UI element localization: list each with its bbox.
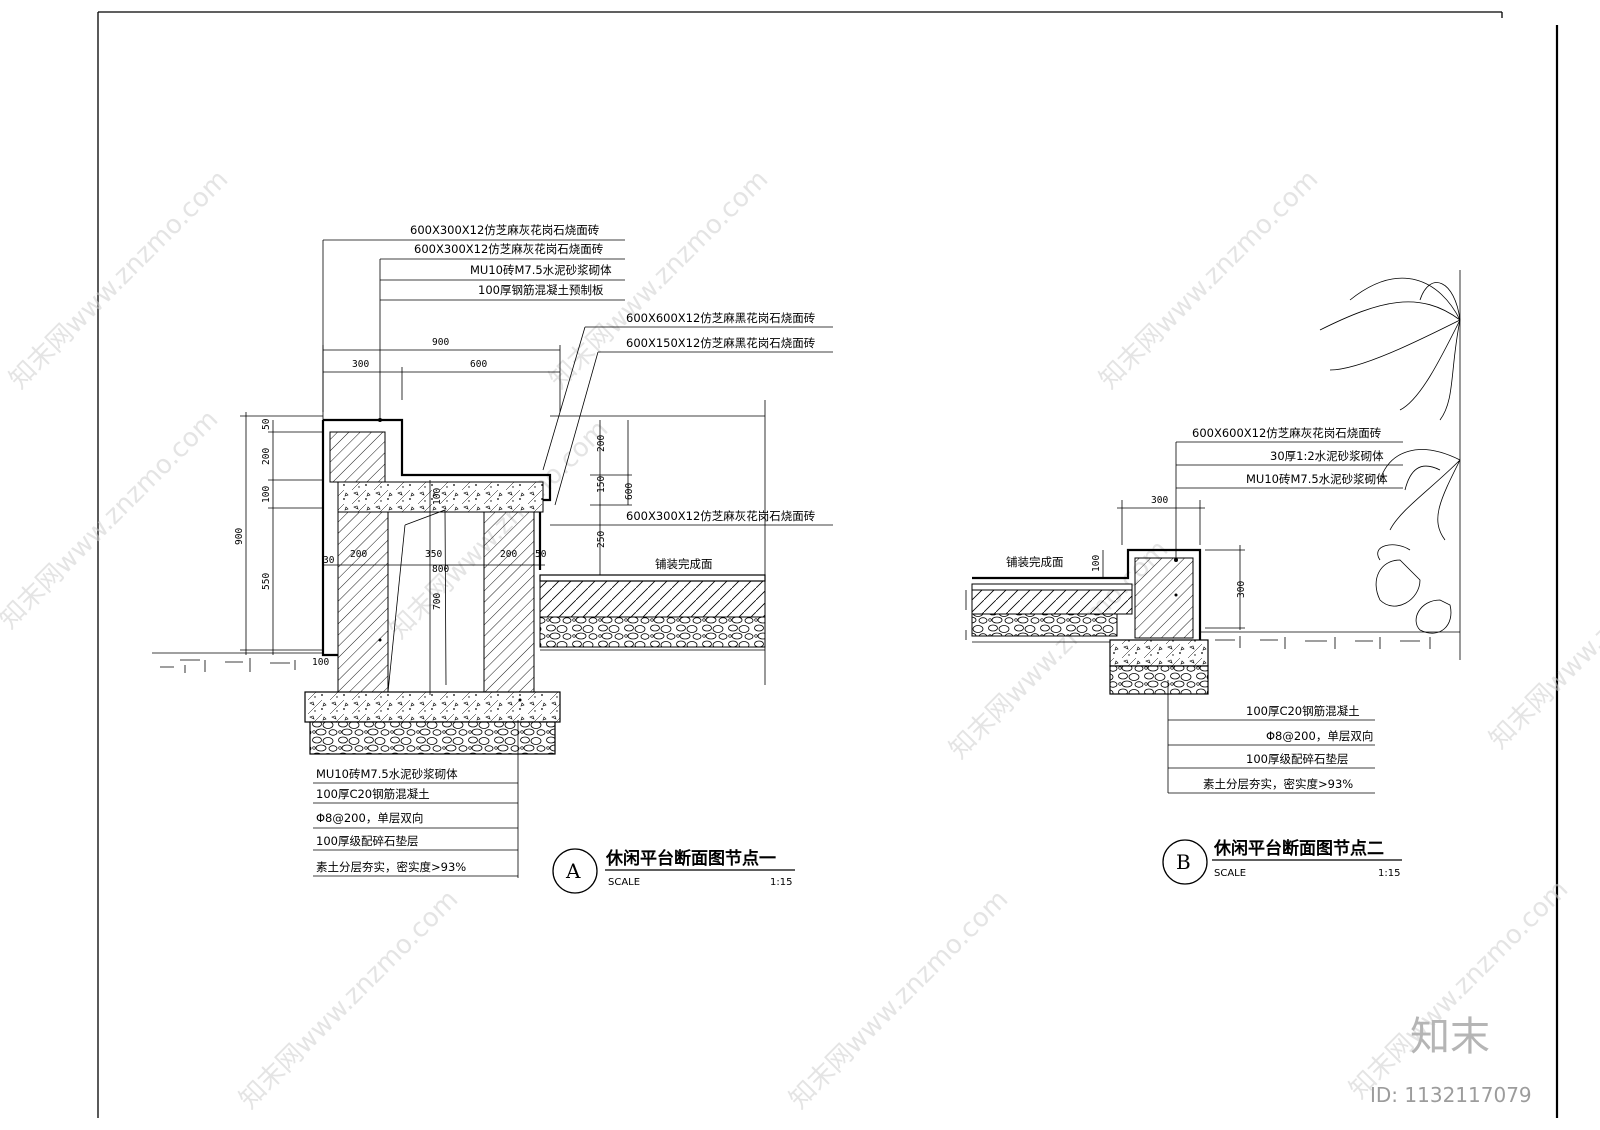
detail-a-bottom-leaders <box>313 720 519 878</box>
dim-a-r600: 600 <box>624 483 635 500</box>
detail-b-title: 休闲平台断面图节点二 <box>1213 838 1384 859</box>
dim-a-v700: 700 <box>432 593 443 610</box>
dim-a-v900: 900 <box>234 528 245 545</box>
detail-a-paving-label: 铺装完成面 <box>655 557 713 571</box>
detail-b-paving-label: 铺装完成面 <box>1006 555 1064 569</box>
detail-b-title-block <box>1162 839 1402 885</box>
detail-a-bottom-label-2: 100厚C20钢筋混凝土 <box>316 787 430 801</box>
detail-b-dimensions <box>1102 500 1245 630</box>
dim-a-h200a: 200 <box>350 549 367 560</box>
detail-b-bottom-leaders <box>1167 680 1375 794</box>
detail-b-scale-value: 1:15 <box>1378 868 1400 879</box>
detail-a-dimensions-left <box>240 412 323 655</box>
watermark-text: 知末网www.znzmo.com <box>784 884 1015 1115</box>
detail-a-right-leaders <box>542 326 833 506</box>
watermark-text: 知末网www.znzmo.com <box>1094 164 1325 395</box>
detail-b-label-1: 600X600X12仿芝麻灰花岗石烧面砖 <box>1192 426 1382 440</box>
brand-watermark: 知末 <box>1410 1014 1490 1060</box>
id-watermark: ID: 1132117079 <box>1370 1083 1532 1107</box>
detail-a-bottom-label-5: 素土分层夯实，密实度>93% <box>316 860 466 874</box>
detail-a-tag: A <box>565 859 581 883</box>
detail-b-label-2: 30厚1:2水泥砂浆砌体 <box>1270 449 1384 463</box>
detail-a-title-block <box>552 848 795 894</box>
watermark-text: 知末网www.znzmo.com <box>1344 874 1575 1105</box>
dim-a-v200: 200 <box>261 448 272 465</box>
detail-a-label-6: 600X150X12仿芝麻黑花岗石烧面砖 <box>626 336 816 350</box>
dim-a-v50: 50 <box>261 418 272 430</box>
dim-b-300: 300 <box>1151 495 1168 506</box>
watermark-layer: 知末网www.znzmo.com 知末网www.znzmo.com 知末网www… <box>0 164 1600 1115</box>
detail-b-bottom-label-3: 100厚级配碎石垫层 <box>1246 752 1348 766</box>
detail-a-label-7: 600X300X12仿芝麻灰花岗石烧面砖 <box>626 509 816 523</box>
detail-b-bottom-label-2: Φ8@200，单层双向 <box>1266 729 1373 743</box>
dim-a-h800: 800 <box>432 564 449 575</box>
detail-a-section <box>152 400 766 755</box>
dim-a-h30: 30 <box>323 555 335 566</box>
dim-a-r250: 250 <box>596 531 607 548</box>
dim-a-h50: 50 <box>535 549 547 560</box>
detail-a-bottom-label-3: Φ8@200，单层双向 <box>316 811 423 825</box>
detail-a: 600X300X12仿芝麻灰花岗石烧面砖 600X300X12仿芝麻灰花岗石烧面… <box>152 223 833 894</box>
detail-a-label-5: 600X600X12仿芝麻黑花岗石烧面砖 <box>626 311 816 325</box>
watermark-text: 知末网www.znzmo.com <box>234 884 465 1115</box>
detail-a-bottom-label-4: 100厚级配碎石垫层 <box>316 834 418 848</box>
dim-b-v100: 100 <box>1091 555 1102 572</box>
dim-a-300: 300 <box>352 359 369 370</box>
plant-sketch <box>1319 270 1461 660</box>
detail-a-title: 休闲平台断面图节点一 <box>605 848 776 869</box>
dim-b-v300: 300 <box>1236 581 1247 598</box>
dim-a-v550: 550 <box>261 573 272 590</box>
detail-b-section <box>965 548 1460 695</box>
detail-b-bottom-label-1: 100厚C20钢筋混凝土 <box>1246 704 1360 718</box>
dim-a-h200b: 200 <box>500 549 517 560</box>
watermark-text: 知末网www.znzmo.com <box>1484 524 1600 755</box>
detail-b: 600X600X12仿芝麻灰花岗石烧面砖 30厚1:2水泥砂浆砌体 MU10砖M… <box>965 270 1461 885</box>
detail-b-label-3: MU10砖M7.5水泥砂浆砌体 <box>1246 472 1388 486</box>
watermark-text: 知末网www.znzmo.com <box>0 404 224 635</box>
detail-a-dimensions-top <box>322 345 561 412</box>
dim-a-r150: 150 <box>596 476 607 493</box>
detail-a-scale-label: SCALE <box>608 877 640 888</box>
detail-a-dimensions-inner <box>323 420 632 695</box>
dim-a-h350: 350 <box>425 549 442 560</box>
dim-a-v100b: 100 <box>432 488 443 505</box>
dim-a-r200: 200 <box>596 435 607 452</box>
detail-b-tag: B <box>1176 850 1191 874</box>
dim-a-v100c: 100 <box>312 657 329 668</box>
detail-a-label-2: 600X300X12仿芝麻灰花岗石烧面砖 <box>414 242 604 256</box>
detail-b-bottom-label-4: 素土分层夯实，密实度>93% <box>1203 777 1353 791</box>
dim-a-v100: 100 <box>261 486 272 503</box>
detail-a-label-3: MU10砖M7.5水泥砂浆砌体 <box>470 263 612 277</box>
dim-a-900: 900 <box>432 337 449 348</box>
watermark-text: 知末网www.znzmo.com <box>4 164 235 395</box>
detail-a-label-1: 600X300X12仿芝麻灰花岗石烧面砖 <box>410 223 600 237</box>
detail-b-top-leaders <box>1175 441 1403 560</box>
detail-a-scale-value: 1:15 <box>770 877 792 888</box>
sheet-border <box>97 11 1559 1118</box>
dim-a-600: 600 <box>470 359 487 370</box>
detail-b-scale-label: SCALE <box>1214 868 1246 879</box>
detail-a-label-4: 100厚钢筋混凝土预制板 <box>478 283 604 297</box>
detail-a-bottom-label-1: MU10砖M7.5水泥砂浆砌体 <box>316 767 458 781</box>
